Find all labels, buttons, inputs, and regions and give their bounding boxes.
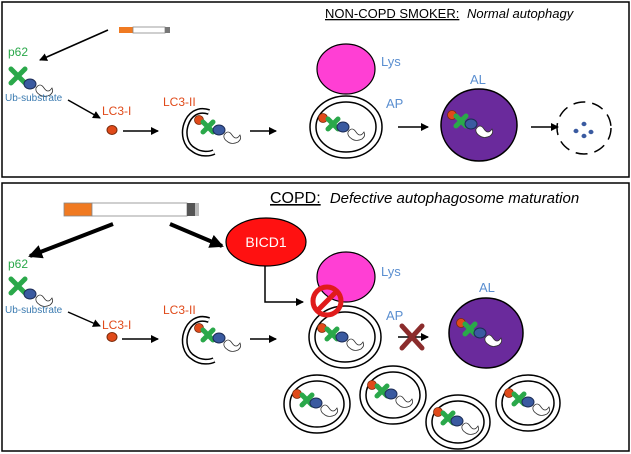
autolysosome: [448, 297, 524, 369]
autolysosome: [440, 88, 518, 162]
lc3-i-label: LC3-I: [102, 318, 131, 332]
bicd1-inhibition-arrow: [264, 266, 304, 306]
cigarette-icon: [119, 26, 170, 34]
lc3-ii-label: LC3-II: [163, 303, 196, 317]
bottom-panel-title: COPD: Defective autophagosome maturation: [270, 190, 579, 207]
ap-label: AP: [386, 308, 403, 323]
autophagosome: [309, 95, 383, 159]
al-label: AL: [470, 72, 486, 87]
cigarette-icon: [63, 202, 199, 217]
smoke-arrow-bicd1: [169, 222, 224, 248]
lys-label: Lys: [381, 264, 401, 279]
lc3-ii-label: LC3-II: [163, 95, 196, 109]
p62-label: p62: [8, 45, 28, 59]
phagophore: [181, 107, 242, 157]
top-title-bold: NON-COPD SMOKER:: [325, 6, 459, 21]
bottom-title-bold: COPD:: [270, 190, 321, 207]
ap-label: AP: [386, 96, 403, 111]
arrow-to-lc3i: [67, 311, 101, 327]
accumulated-autophagosome: [495, 374, 561, 432]
smoke-arrow: [39, 29, 109, 61]
arrow-to-lc3i: [67, 99, 101, 119]
p62-label: p62: [8, 257, 28, 271]
degradation-products: [556, 101, 612, 155]
top-panel-border: [1, 1, 630, 178]
lc3-i-dot: [106, 332, 118, 342]
top-panel: NON-COPD SMOKER: Normal autophagy p62 Ub…: [1, 1, 630, 178]
accumulated-autophagosome: [359, 365, 427, 425]
top-panel-title: NON-COPD SMOKER: Normal autophagy: [325, 6, 575, 21]
lysosome: [316, 251, 376, 303]
lc3-i-dot: [106, 125, 118, 135]
ub-substrate-label: Ub-substrate: [5, 305, 63, 316]
smoke-arrow-p62: [28, 222, 114, 259]
bottom-panel-border: [1, 182, 630, 452]
accumulated-autophagosome: [425, 394, 491, 450]
accumulated-autophagosome: [283, 374, 351, 434]
p62-substrate-complex: [8, 66, 54, 97]
ub-substrate-label: Ub-substrate: [5, 93, 63, 104]
lysosome: [316, 43, 376, 95]
autophagosome: [308, 305, 382, 369]
top-title-italic: Normal autophagy: [467, 6, 575, 21]
bicd1-oval: [225, 217, 307, 267]
bottom-panel: COPD: Defective autophagosome maturation…: [1, 182, 630, 452]
phagophore: [181, 315, 242, 365]
bicd1-label: BICD1: [245, 234, 286, 250]
lc3-i-label: LC3-I: [102, 104, 131, 118]
lys-label: Lys: [381, 54, 401, 69]
blocked-fusion-icon: [310, 284, 344, 318]
block-x-icon: [399, 323, 425, 351]
bottom-title-italic: Defective autophagosome maturation: [330, 190, 579, 207]
p62-substrate-complex: [8, 276, 54, 307]
al-label: AL: [479, 280, 495, 295]
